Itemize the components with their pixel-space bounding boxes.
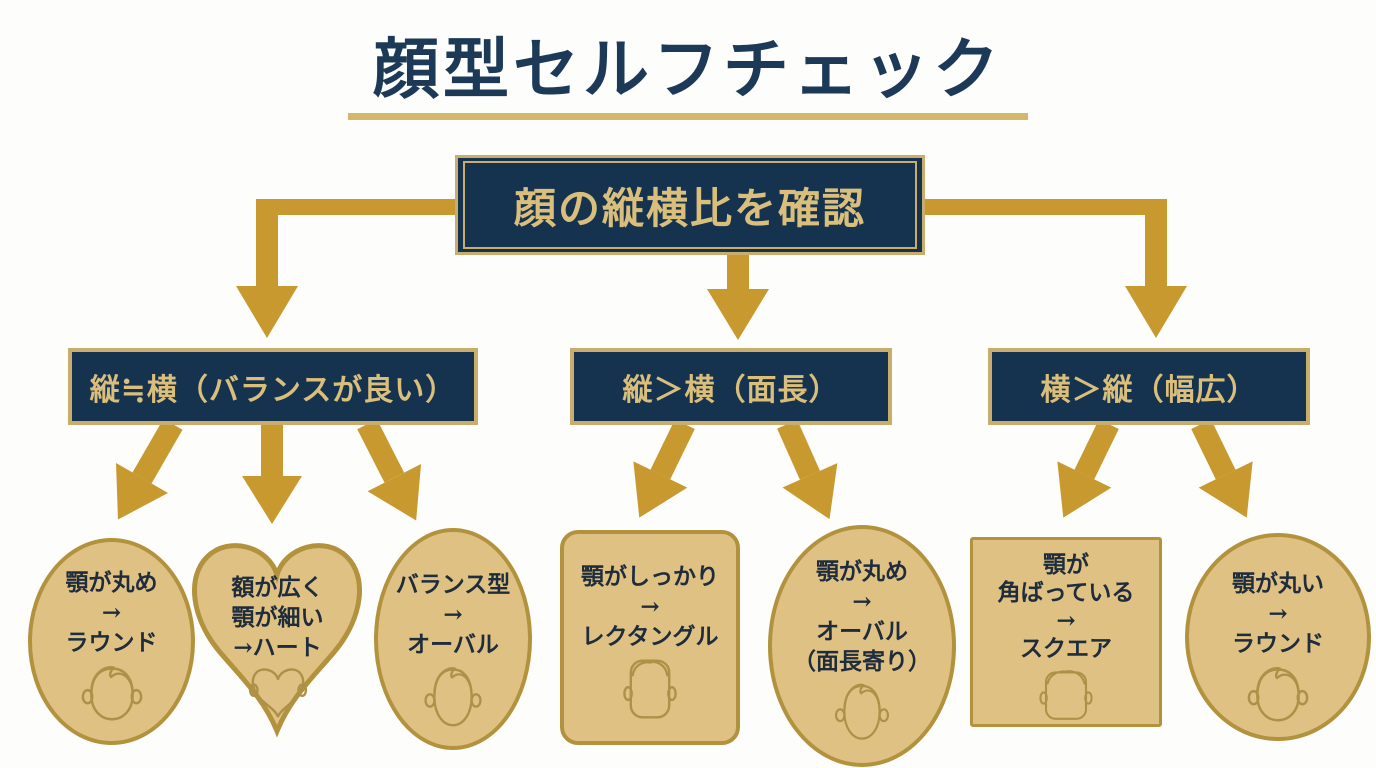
branch-label: 縦≒横（バランスが良い） xyxy=(89,372,457,408)
leaf-label: 顎が丸め → オーバル （面長寄り） xyxy=(793,557,931,677)
arrow-glyph: → xyxy=(640,592,660,620)
arrow-glyph: → xyxy=(852,587,872,615)
arrow-root-to-branch-2 xyxy=(707,250,769,340)
round-face-icon xyxy=(81,665,142,721)
arrow-glyph: → xyxy=(1268,599,1288,627)
heart-shape xyxy=(192,543,362,738)
leaf-line: スクエア xyxy=(1019,635,1112,663)
heart-face-icon xyxy=(248,667,307,718)
leaf-line: →ハート xyxy=(233,633,322,661)
leaf-rectangle: 顎がしっかり → レクタングル xyxy=(560,530,740,745)
branch-node-wide: 横＞縦（幅広） xyxy=(988,348,1310,425)
branch-node-long: 縦＞横（面長） xyxy=(570,348,892,425)
leaf-line: 顎が細い xyxy=(231,603,324,631)
leaf-line: レクタングル xyxy=(581,622,719,650)
leaf-label: 顎がしっかり → レクタングル xyxy=(581,562,719,652)
leaf-line: バランス型 xyxy=(395,571,511,598)
leaf-line: ラウンド xyxy=(1232,629,1324,657)
arrow-glyph: → xyxy=(443,600,463,628)
title-underline xyxy=(348,113,1028,120)
oval-shape xyxy=(28,538,195,745)
leaf-line: 顎が xyxy=(1042,551,1089,578)
leaf-label: 顎が丸め → ラウンド xyxy=(66,568,158,658)
branch-label: 縦＞横（面長） xyxy=(622,372,840,408)
oval-face-icon xyxy=(424,666,482,727)
leaf-label: 額が広く 顎が細い →ハート xyxy=(232,573,324,663)
leaf-line: オーバル xyxy=(816,617,908,645)
leaf-oval-long: 顎が丸め → オーバル （面長寄り） xyxy=(768,525,956,767)
leaf-line: 顎が丸め xyxy=(816,558,908,585)
arrow-branch3-to-leaf7 xyxy=(1191,419,1253,518)
leaf-line: 額が広く xyxy=(231,574,324,601)
leaf-line: ラウンド xyxy=(65,628,158,656)
leaf-round-wide: 顎が丸い → ラウンド xyxy=(1185,533,1371,741)
branch-node-balanced: 縦≒横（バランスが良い） xyxy=(68,348,478,425)
oval-face-icon xyxy=(834,683,890,740)
leaf-line: 顎が丸め xyxy=(65,569,158,596)
square-face-icon xyxy=(1039,670,1093,721)
rectangle-face-icon xyxy=(623,659,677,719)
leaf-oval: バランス型 → オーバル xyxy=(374,528,532,750)
arrow-root-to-branch-3 xyxy=(921,199,1187,338)
leaf-line: （面長寄り） xyxy=(793,647,931,675)
arrow-glyph: → xyxy=(1056,607,1076,635)
arrow-branch1-to-leaf3 xyxy=(357,419,422,521)
arrow-branch1-to-leaf1 xyxy=(116,418,183,520)
oval-shape xyxy=(374,528,532,750)
leaf-line: 顎が丸い xyxy=(1232,570,1324,597)
leaf-round: 顎が丸め → ラウンド xyxy=(28,538,195,745)
leaf-heart: 額が広く 顎が細い →ハート xyxy=(185,525,370,750)
root-node-label: 顔の縦横比を確認 xyxy=(513,183,866,233)
root-node: 顔の縦横比を確認 xyxy=(455,155,925,255)
arrow-glyph: → xyxy=(101,598,122,626)
oval-shape xyxy=(768,525,956,767)
circle-shape xyxy=(1185,533,1371,741)
leaf-label: 顎が丸い → ラウンド xyxy=(1232,569,1324,659)
arrow-branch3-to-leaf6 xyxy=(1057,419,1119,518)
leaf-line: オーバル xyxy=(407,630,499,658)
leaf-label: バランス型 → オーバル xyxy=(396,570,511,660)
square-shape xyxy=(970,537,1162,727)
rounded-rect-shape xyxy=(560,530,740,745)
leaf-square: 顎が 角ばっている → スクエア xyxy=(970,537,1162,727)
round-face-icon xyxy=(1247,666,1309,722)
leaf-label: 顎が 角ばっている → スクエア xyxy=(998,551,1135,663)
leaf-line: 顎がしっかり xyxy=(581,563,719,590)
branch-label: 横＞縦（幅広） xyxy=(1040,372,1258,408)
arrow-root-to-branch-1 xyxy=(236,199,459,338)
leaf-line: 角ばっている xyxy=(997,579,1135,607)
root-node-frame: 顔の縦横比を確認 xyxy=(463,161,917,249)
page-title: 顔型セルフチェック xyxy=(373,30,1003,108)
arrow-branch2-to-leaf4 xyxy=(633,419,695,518)
arrow-branch1-to-leaf2 xyxy=(242,424,302,524)
arrow-branch2-to-leaf5 xyxy=(777,419,838,520)
